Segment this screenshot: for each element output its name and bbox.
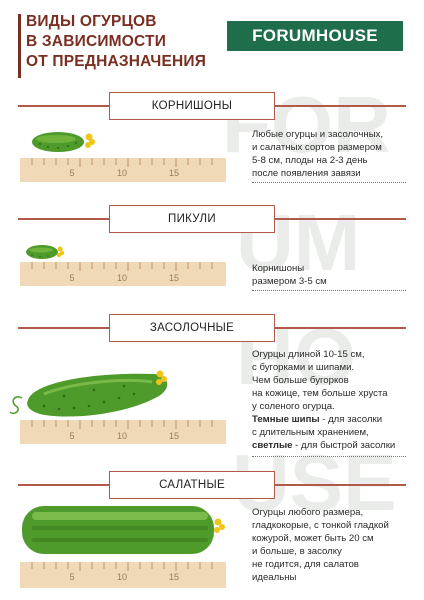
desc-line: размером 3-5 см xyxy=(252,276,327,287)
desc-line: Чем больше бугорков xyxy=(252,375,349,386)
dotted-divider xyxy=(252,182,406,183)
ruler-label-10: 10 xyxy=(117,572,127,582)
title-line-2: В ЗАВИСИМОСТИ xyxy=(26,33,167,50)
desc-rest: - для засолки xyxy=(319,414,383,425)
desc-bold: Темные шипы xyxy=(252,414,320,425)
cucumber-illustration-salatnye: 5 10 15 xyxy=(20,506,226,588)
ruler-label-5: 5 xyxy=(69,431,74,441)
ruler-label-10: 10 xyxy=(117,431,127,441)
forumhouse-logo: FORUMHOUSE xyxy=(227,21,403,51)
ruler-label-15: 15 xyxy=(169,572,179,582)
desc-line: Огурцы длиной 10-15 см, xyxy=(252,349,365,360)
desc-line: идеальны xyxy=(252,572,297,583)
section-title-kornishony: КОРНИШОНЫ xyxy=(109,92,275,120)
desc-rest: - для быстрой засолки xyxy=(292,440,396,451)
title-accent-bar xyxy=(18,14,21,78)
ruler-label-5: 5 xyxy=(69,168,74,178)
description-salatnye: Огурцы любого размера, гладкокорые, с то… xyxy=(252,506,422,584)
desc-line: Темные шипы - для засолки xyxy=(252,413,422,426)
dotted-divider xyxy=(252,290,406,291)
section-title-salatnye: САЛАТНЫЕ xyxy=(109,471,275,499)
desc-line: Любые огурцы и засолочных, xyxy=(252,129,384,140)
description-zasolochnye: Огурцы длиной 10-15 см, с бугорками и ши… xyxy=(252,348,422,452)
cucumber-illustration-pikuli: 5 10 15 xyxy=(20,245,226,286)
ruler-label-15: 15 xyxy=(169,431,179,441)
desc-line: Корнишоны xyxy=(252,263,305,274)
ruler-label-10: 10 xyxy=(117,273,127,283)
desc-line: светлые - для быстрой засолки xyxy=(252,439,422,452)
section-title-pikuli: ПИКУЛИ xyxy=(109,205,275,233)
desc-line: гладкокорые, с тонкой гладкой xyxy=(252,520,389,531)
desc-line: 5-8 см, плоды на 2-3 день xyxy=(252,155,368,166)
dotted-divider xyxy=(252,456,406,457)
page-title: ВИДЫ ОГУРЦОВ В ЗАВИСИМОСТИ ОТ ПРЕДНАЗНАЧ… xyxy=(26,12,206,72)
desc-line: и больше, в засолку xyxy=(252,546,342,557)
description-kornishony: Любые огурцы и засолочных, и салатных со… xyxy=(252,128,410,180)
desc-line: на кожице, тем больше хруста xyxy=(252,388,388,399)
desc-line: после появления завязи xyxy=(252,168,361,179)
ruler-label-5: 5 xyxy=(69,572,74,582)
desc-line: Огурцы любого размера, xyxy=(252,507,364,518)
desc-line: и салатных сортов размером xyxy=(252,142,382,153)
ruler-label-15: 15 xyxy=(169,168,179,178)
desc-line: не годится, для салатов xyxy=(252,559,359,570)
desc-bold: светлые xyxy=(252,440,293,451)
section-title-zasolochnye: ЗАСОЛОЧНЫЕ xyxy=(109,314,275,342)
cucumber-illustration-kornishony: 5 10 15 xyxy=(20,132,226,182)
cucumber-illustration-zasolochnye: 5 10 15 xyxy=(9,370,226,444)
title-line-3: ОТ ПРЕДНАЗНАЧЕНИЯ xyxy=(26,53,207,70)
ruler-label-15: 15 xyxy=(169,273,179,283)
description-pikuli: Корнишоны размером 3-5 см xyxy=(252,262,410,288)
desc-line: с бугорками и шипами. xyxy=(252,362,355,373)
ruler-label-10: 10 xyxy=(117,168,127,178)
title-line-1: ВИДЫ ОГУРЦОВ xyxy=(26,13,157,30)
desc-line: у соленого огурца. xyxy=(252,401,335,412)
desc-line: с длительным хранением, xyxy=(252,427,369,438)
ruler-label-5: 5 xyxy=(69,273,74,283)
desc-line: кожурой, может быть 20 см xyxy=(252,533,374,544)
